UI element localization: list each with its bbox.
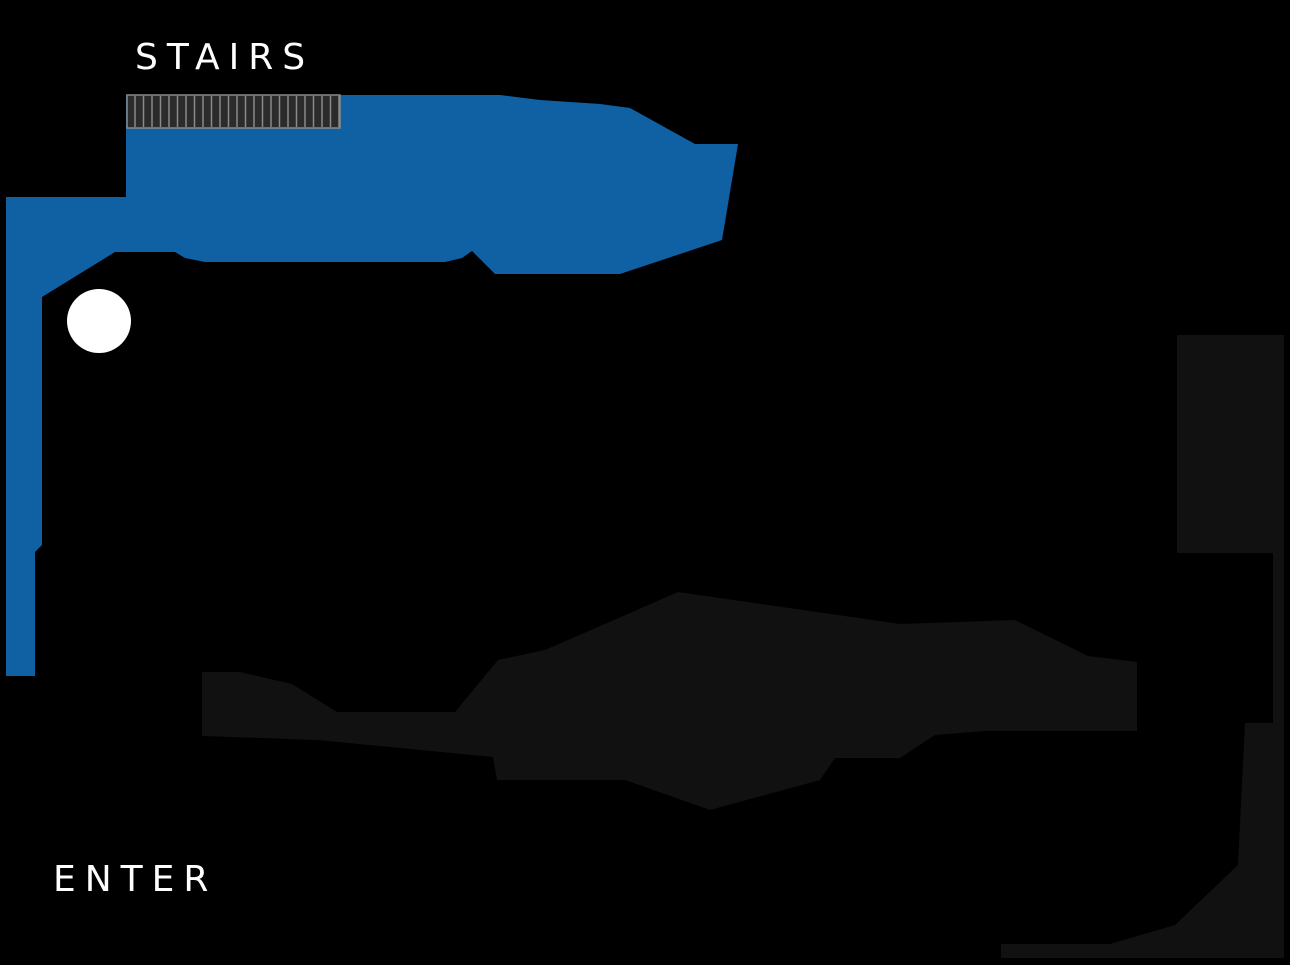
stairs-icon [126,94,341,129]
player-marker [67,289,131,353]
explored-room [6,95,738,676]
stairs-label: STAIRS [135,37,315,78]
enter-label: ENTER [53,859,218,900]
unexplored-wall-right [1001,335,1284,958]
unexplored-corridor [202,592,1137,810]
